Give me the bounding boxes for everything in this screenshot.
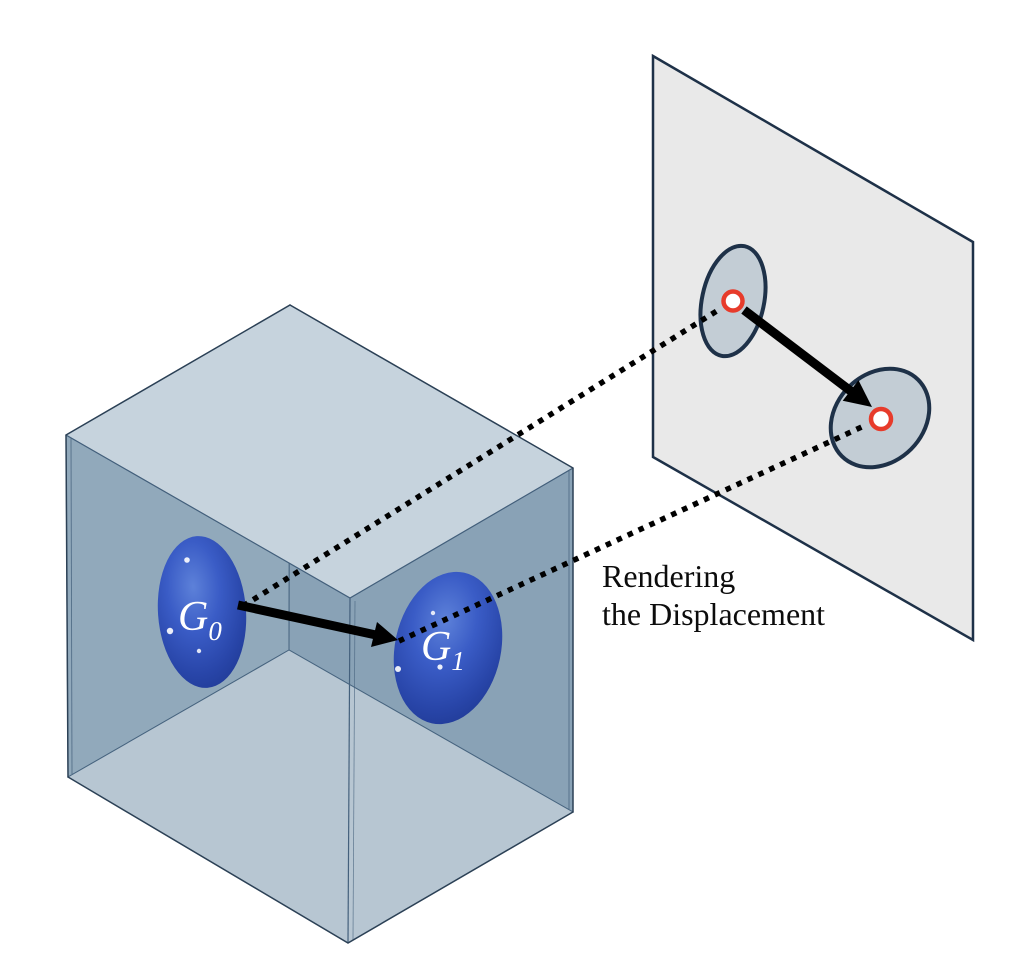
projection-ray-g1 xyxy=(397,422,868,644)
displacement-arrow-3d-head xyxy=(371,622,398,647)
gaussian-g0: G0 xyxy=(157,536,247,688)
cube-front-vertical-edge-inner xyxy=(352,600,356,941)
displacement-arrow-2d-shaft xyxy=(741,306,855,396)
projection-ray-g0 xyxy=(241,306,722,609)
gaussian-g0-highlight xyxy=(166,627,174,635)
gaussian-g1-ellipsoid xyxy=(393,571,503,725)
gaussian-g1-highlight xyxy=(437,664,443,670)
cube-left-wall-thickness-line xyxy=(70,437,73,775)
projected-center-marker-0 xyxy=(721,289,745,313)
gaussian-g0-highlight xyxy=(184,557,190,563)
gaussian-g1-label: G1 xyxy=(421,624,465,676)
gaussian-g0-ellipsoid xyxy=(157,536,247,688)
image-plane-surface xyxy=(651,53,975,643)
cube-outline xyxy=(65,304,574,944)
cube-front-left-face xyxy=(66,435,350,943)
gaussian-g0-highlight xyxy=(196,648,202,654)
cube-front-rim-right-edge xyxy=(349,467,574,599)
gaussian-g1: G1 xyxy=(393,571,503,725)
displacement-arrow-3d xyxy=(237,600,398,647)
cube-front-vertical-edge xyxy=(347,597,351,944)
gaussian-g0-label: G0 xyxy=(178,594,222,646)
displacement-arrow-2d-head xyxy=(842,380,872,407)
annotation-line-2: the Displacement xyxy=(602,596,825,632)
gaussian-g1-highlight xyxy=(430,610,436,616)
displacement-arrow-3d-shaft xyxy=(237,600,377,640)
gaussian-g1-highlight xyxy=(395,666,401,672)
displacement-arrow-2d xyxy=(741,306,872,407)
projected-center-marker-1 xyxy=(868,406,894,432)
annotation-line-1: Rendering xyxy=(602,558,735,594)
cube-front-rim-left-edge xyxy=(65,434,351,599)
image-plane xyxy=(651,53,975,643)
